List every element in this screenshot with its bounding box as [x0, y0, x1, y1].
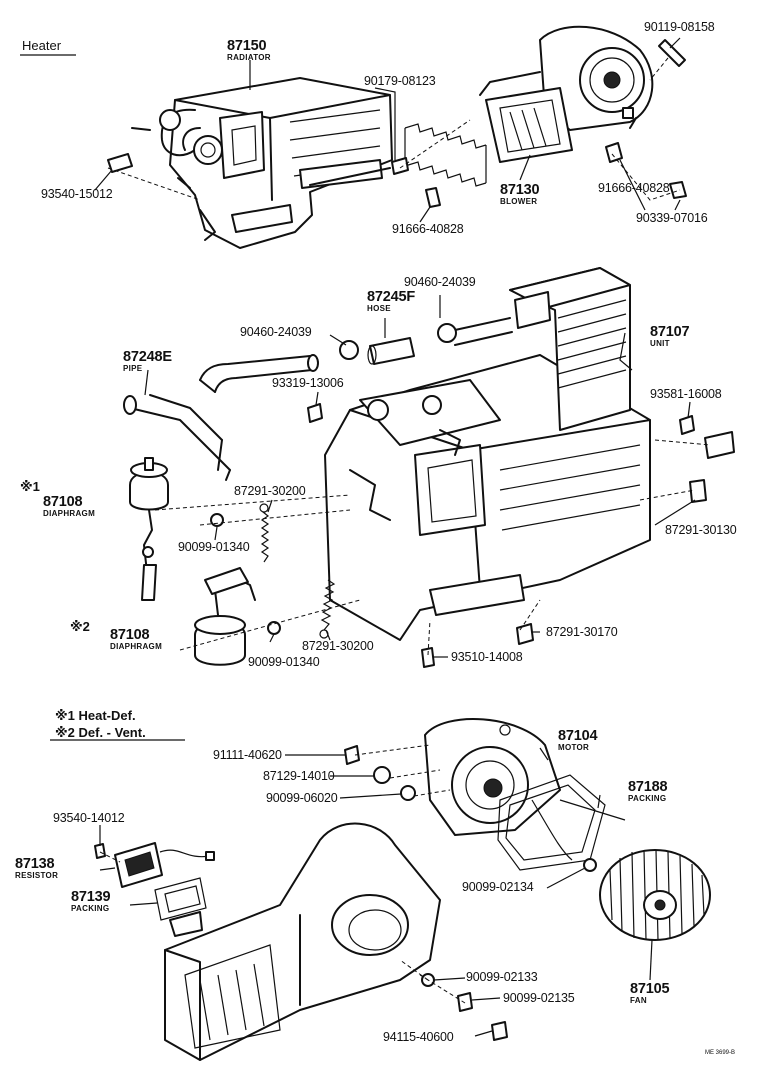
- heater-pipe-drawing: [123, 354, 319, 481]
- heater-core-drawing: [509, 267, 631, 431]
- part-87130: 87130 BLOWER: [500, 182, 540, 206]
- part-90460-24039-a: 90460-24039: [404, 275, 476, 289]
- part-90119-08158: 90119-08158: [644, 20, 715, 34]
- part-87291-30170: 87291-30170: [546, 625, 618, 639]
- note-heat-def: ※1 Heat-Def.: [55, 709, 136, 722]
- part-name: DIAPHRAGM: [110, 641, 163, 651]
- seal-tape-drawing: [404, 123, 487, 187]
- diaphragm-2-drawing: [194, 567, 256, 666]
- bottom-fasteners-drawing: [344, 744, 597, 1041]
- part-87108-1: 87108 DIAPHRAGM: [43, 495, 95, 518]
- marker-2: ※2: [70, 619, 90, 634]
- part-91666-40828-b: 91666-40828: [392, 222, 464, 236]
- part-87104: 87104 MOTOR: [558, 728, 598, 752]
- leader-lines: [20, 37, 696, 1037]
- part-90099-02135: 90099-02135: [503, 991, 575, 1005]
- note-mark: ※2: [55, 725, 75, 740]
- part-number: 87245F: [367, 289, 415, 305]
- part-number: 87104: [558, 728, 598, 744]
- note-mark: ※1: [55, 708, 75, 723]
- part-name: DIAPHRAGM: [43, 508, 96, 518]
- part-number: 87105: [630, 981, 670, 997]
- marker-1: ※1: [20, 479, 40, 494]
- part-name: RADIATOR: [227, 52, 271, 62]
- note-def-vent: ※2 Def. - Vent.: [55, 726, 146, 739]
- part-91666-40828-a: 91666-40828: [598, 181, 670, 195]
- part-number: 87188: [628, 779, 668, 795]
- part-87108-2: 87108 DIAPHRAGM: [110, 628, 162, 651]
- part-93510-14008: 93510-14008: [451, 650, 523, 664]
- radiator-pipes-drawing: [131, 108, 223, 189]
- part-number: 87108: [110, 627, 150, 643]
- part-name: PACKING: [628, 793, 667, 803]
- drawing-code: ME 3699-B: [705, 1050, 736, 1056]
- radiator-housing-drawing: [169, 77, 393, 249]
- fan-drawing: [599, 849, 711, 941]
- resistor-packing-drawing: [154, 877, 207, 921]
- part-number: 87248E: [123, 349, 172, 365]
- note-text: Def. - Vent.: [78, 725, 146, 740]
- part-87150: 87150 RADIATOR: [227, 39, 271, 62]
- part-name: PIPE: [123, 363, 143, 373]
- diaphragm-1-drawing: [129, 457, 169, 601]
- resistor-drawing: [94, 842, 215, 888]
- motor-drawing: [424, 718, 561, 836]
- part-90179-08123: 90179-08123: [364, 74, 436, 88]
- part-87291-30200-b: 87291-30200: [302, 639, 374, 653]
- part-90099-02134: 90099-02134: [462, 880, 534, 894]
- part-87139: 87139 PACKING: [71, 889, 111, 913]
- part-87138: 87138 RESISTOR: [15, 857, 58, 880]
- part-87129-14010: 87129-14010: [263, 769, 335, 783]
- part-87248E: 87248E PIPE: [123, 350, 172, 373]
- part-90339-07016: 90339-07016: [636, 211, 708, 225]
- part-87291-30200-a: 87291-30200: [234, 484, 306, 498]
- part-93540-14012: 93540-14012: [53, 811, 125, 825]
- part-name: MOTOR: [558, 742, 590, 752]
- part-number: 87107: [650, 324, 690, 340]
- part-number: 87139: [71, 889, 111, 905]
- part-93581-16008: 93581-16008: [650, 387, 722, 401]
- part-87291-30130: 87291-30130: [665, 523, 737, 537]
- blower-case-drawing: [164, 822, 441, 1061]
- part-name: BLOWER: [500, 196, 538, 206]
- part-name: PACKING: [71, 903, 110, 913]
- part-name: HOSE: [367, 303, 391, 313]
- part-number: 87138: [15, 856, 55, 872]
- part-number: 87130: [500, 182, 540, 198]
- part-91111-40620: 91111-40620: [213, 748, 282, 762]
- part-number: 87150: [227, 38, 267, 54]
- part-87105: 87105 FAN: [630, 981, 670, 1005]
- part-87107: 87107 UNIT: [650, 324, 690, 348]
- part-90099-02133: 90099-02133: [466, 970, 538, 984]
- part-number: 87108: [43, 494, 83, 510]
- part-90099-01340-a: 90099-01340: [178, 540, 250, 554]
- part-87245F: 87245F HOSE: [367, 290, 415, 313]
- part-94115-40600: 94115-40600: [383, 1030, 454, 1044]
- middle-fasteners-drawing: [154, 403, 735, 668]
- section-title: Heater: [22, 38, 62, 53]
- part-93319-13006: 93319-13006: [272, 376, 344, 390]
- part-90460-24039-b: 90460-24039: [240, 325, 312, 339]
- part-name: RESISTOR: [15, 870, 59, 880]
- part-90099-06020: 90099-06020: [266, 791, 338, 805]
- part-93540-15012: 93540-15012: [41, 187, 113, 201]
- blower-assembly-drawing: [479, 25, 654, 163]
- part-87188: 87188 PACKING: [628, 779, 668, 803]
- heater-hoses-drawing: [339, 317, 513, 365]
- part-90099-01340-b: 90099-01340: [248, 655, 320, 669]
- top-fasteners-drawing: [107, 39, 687, 208]
- part-name: FAN: [630, 995, 647, 1005]
- part-name: UNIT: [650, 338, 670, 348]
- note-text: Heat-Def.: [78, 708, 136, 723]
